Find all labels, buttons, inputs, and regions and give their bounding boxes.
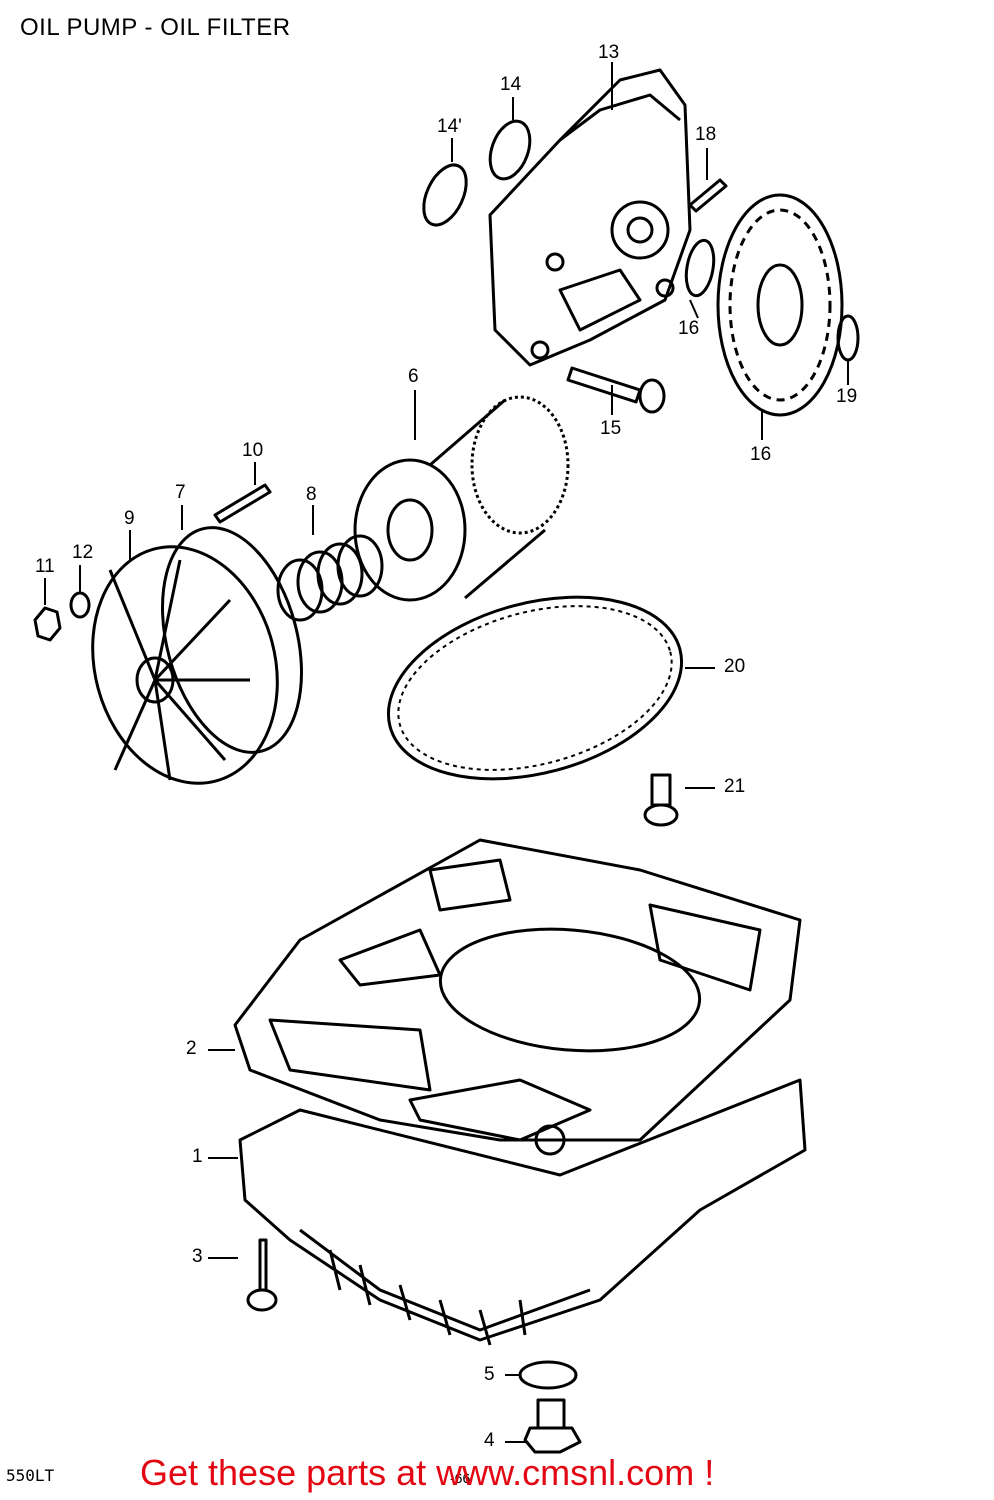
callout-20: 20	[724, 656, 746, 677]
oil-pan-1	[238, 1078, 807, 1346]
bolt-15	[566, 366, 666, 414]
callout-15: 15	[600, 418, 622, 439]
cmsnl-link[interactable]: Get these parts at www.cmsnl.com !	[140, 1452, 715, 1493]
model-code: 550LT	[6, 1466, 55, 1485]
callout-9: 9	[124, 508, 135, 529]
o-ring-7	[161, 526, 303, 754]
callout-14: 14	[500, 74, 522, 95]
callout-14b: 14'	[437, 116, 462, 137]
callout-21: 21	[724, 776, 746, 797]
callout-6: 6	[408, 366, 419, 387]
callout-16: 16	[750, 444, 772, 465]
callout-12: 12	[72, 542, 94, 563]
callout-3: 3	[192, 1246, 203, 1267]
o-ring-14b	[422, 163, 468, 227]
bolt-10	[213, 483, 272, 524]
page-title: OIL PUMP - OIL FILTER	[20, 14, 291, 41]
callout-4: 4	[484, 1430, 495, 1451]
gasket-20	[386, 595, 684, 781]
callout-1: 1	[192, 1146, 203, 1167]
callout-8: 8	[306, 484, 317, 505]
callout-2: 2	[186, 1038, 197, 1059]
oil-filter-cover-9	[91, 545, 279, 785]
o-ring-17	[684, 238, 716, 298]
dowel-pin-18	[688, 178, 728, 213]
callout-17: 16	[678, 318, 700, 339]
callout-19: 19	[836, 386, 858, 407]
bolt-21	[643, 773, 679, 827]
drain-gasket-5	[518, 1360, 578, 1390]
callout-13: 13	[598, 42, 620, 63]
washer-12	[69, 591, 91, 619]
nut-11	[33, 606, 62, 642]
callout-11: 11	[35, 556, 55, 577]
drain-plug-4	[523, 1398, 582, 1454]
oil-pump-body	[488, 68, 692, 367]
callout-7: 7	[175, 482, 186, 503]
page-reference: -66	[450, 1470, 471, 1486]
bolt-3	[246, 1238, 278, 1312]
leader-lines	[44, 62, 849, 1443]
spring-8	[276, 534, 384, 622]
oil-pump-gear-16	[716, 193, 844, 417]
circlip-19	[836, 314, 860, 362]
o-ring-14	[488, 119, 532, 181]
oil-filter-element-6	[353, 395, 570, 602]
callout-10: 10	[242, 440, 264, 461]
callout-5: 5	[484, 1364, 495, 1385]
callout-18: 18	[695, 124, 717, 145]
oil-pan-gasket-2	[233, 838, 802, 1142]
